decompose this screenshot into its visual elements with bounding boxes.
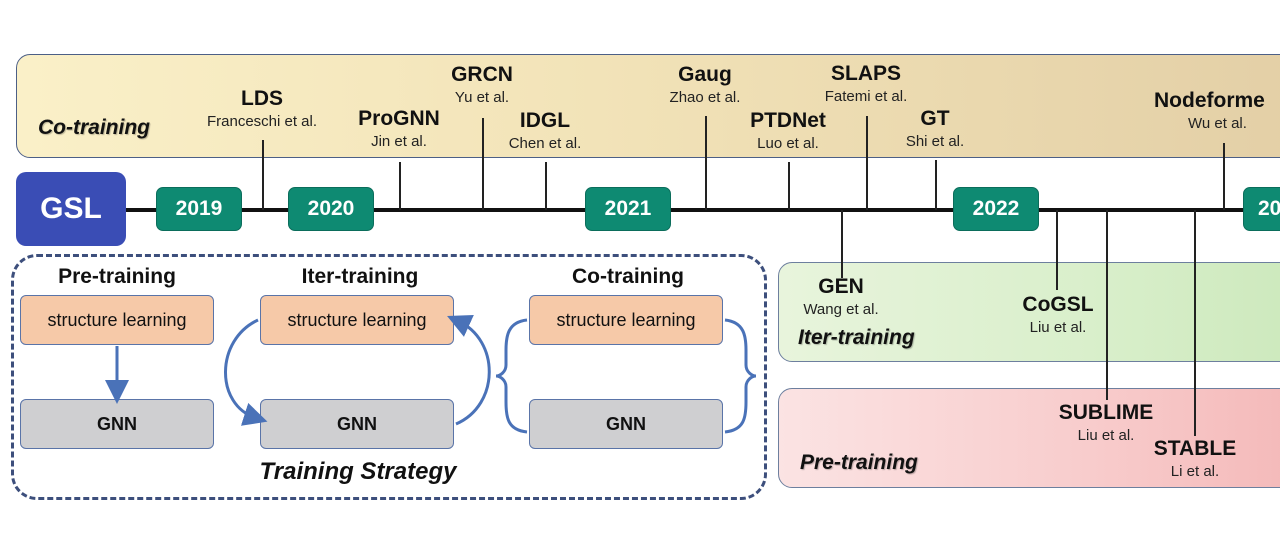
method-name: STABLE (1153, 437, 1237, 460)
pre-training-band (778, 388, 1280, 488)
method-authors: Luo et al. (757, 135, 819, 152)
lds-connector (262, 140, 264, 210)
grcn-connector (482, 118, 484, 210)
gt-connector (935, 160, 937, 210)
method-sublime: SUBLIME Liu et al. (1059, 400, 1154, 446)
method-prognn: ProGNN Jin et al. (358, 106, 440, 152)
iter-training-down-arrow (224, 318, 268, 426)
method-name: Gaug (678, 63, 732, 86)
method-name: SUBLIME (1058, 401, 1154, 424)
pre-training-title: Pre-training (58, 265, 176, 288)
ptdnet-connector (788, 162, 790, 210)
iter-training-up-arrow (447, 315, 491, 426)
idgl-connector (545, 162, 547, 210)
method-name: IDGL (519, 109, 571, 132)
co-structure-learning-box: structure learning (529, 295, 723, 345)
method-authors: Jin et al. (371, 133, 427, 150)
co-training-band-label: Co-training (38, 116, 150, 139)
method-authors: Li et al. (1170, 463, 1220, 480)
method-name: PTDNet (750, 109, 826, 132)
method-name: ProGNN (358, 107, 440, 130)
method-idgl: IDGL Chen et al. (509, 108, 582, 154)
co-training-band (16, 54, 1280, 158)
method-authors: Wang et al. (803, 301, 879, 318)
method-authors: Yu et al. (454, 89, 510, 106)
co-training-right-brace (724, 318, 757, 434)
year-2019: 2019 (156, 187, 242, 231)
method-name: GT (920, 107, 950, 130)
stable-connector (1194, 210, 1196, 436)
method-name: GEN (818, 275, 864, 298)
method-authors: Franceschi et al. (206, 113, 318, 130)
method-authors: Liu et al. (1077, 427, 1135, 444)
year-2021: 2021 (585, 187, 671, 231)
method-name: LDS (240, 87, 283, 110)
iter-training-band-label: Iter-training (798, 326, 915, 349)
training-strategy-title: Training Strategy (259, 458, 457, 485)
gen-connector (841, 210, 843, 278)
pre-training-band-label: Pre-training (800, 451, 918, 474)
method-grcn: GRCN Yu et al. (451, 62, 513, 108)
method-authors: Wu et al. (1188, 115, 1247, 132)
method-nodeformer: Nodeforme Wu et al. (1154, 88, 1265, 134)
method-gt: GT Shi et al. (906, 106, 964, 152)
gaug-connector (705, 116, 707, 210)
method-name: SLAPS (830, 62, 901, 85)
year-2022: 2022 (953, 187, 1039, 231)
cogsl-connector (1056, 210, 1058, 290)
training-strategy-panel (11, 254, 767, 500)
method-lds: LDS Franceschi et al. (207, 86, 317, 132)
method-gen: GEN Wang et al. (803, 274, 878, 320)
method-authors: Shi et al. (905, 133, 965, 150)
sublime-connector (1106, 210, 1108, 400)
method-ptdnet: PTDNet Luo et al. (750, 108, 826, 154)
method-slaps: SLAPS Fatemi et al. (825, 61, 908, 107)
iter-structure-learning-box: structure learning (260, 295, 454, 345)
nodeformer-connector (1223, 143, 1225, 210)
method-authors: Zhao et al. (669, 89, 741, 106)
method-stable: STABLE Li et al. (1154, 436, 1236, 482)
year-2020: 2020 (288, 187, 374, 231)
gsl-badge: GSL (16, 172, 126, 246)
co-gnn-box: GNN (529, 399, 723, 449)
timeline-axis (120, 208, 1280, 212)
year-next: 20 (1243, 187, 1280, 231)
method-gaug: Gaug Zhao et al. (670, 62, 741, 108)
iter-training-title: Iter-training (301, 265, 419, 288)
co-training-title: Co-training (572, 265, 684, 288)
method-authors: Fatemi et al. (824, 88, 908, 105)
method-authors: Chen et al. (508, 135, 582, 152)
slaps-connector (866, 116, 868, 210)
method-cogsl: CoGSL Liu et al. (1022, 292, 1093, 338)
prognn-connector (399, 162, 401, 210)
iter-training-band (778, 262, 1280, 362)
method-name: Nodeforme (1154, 89, 1265, 112)
method-name: CoGSL (1022, 293, 1094, 316)
method-authors: Liu et al. (1029, 319, 1087, 336)
method-name: GRCN (451, 63, 513, 86)
pre-gnn-box: GNN (20, 399, 214, 449)
pre-structure-learning-box: structure learning (20, 295, 214, 345)
co-training-left-brace (495, 318, 528, 434)
